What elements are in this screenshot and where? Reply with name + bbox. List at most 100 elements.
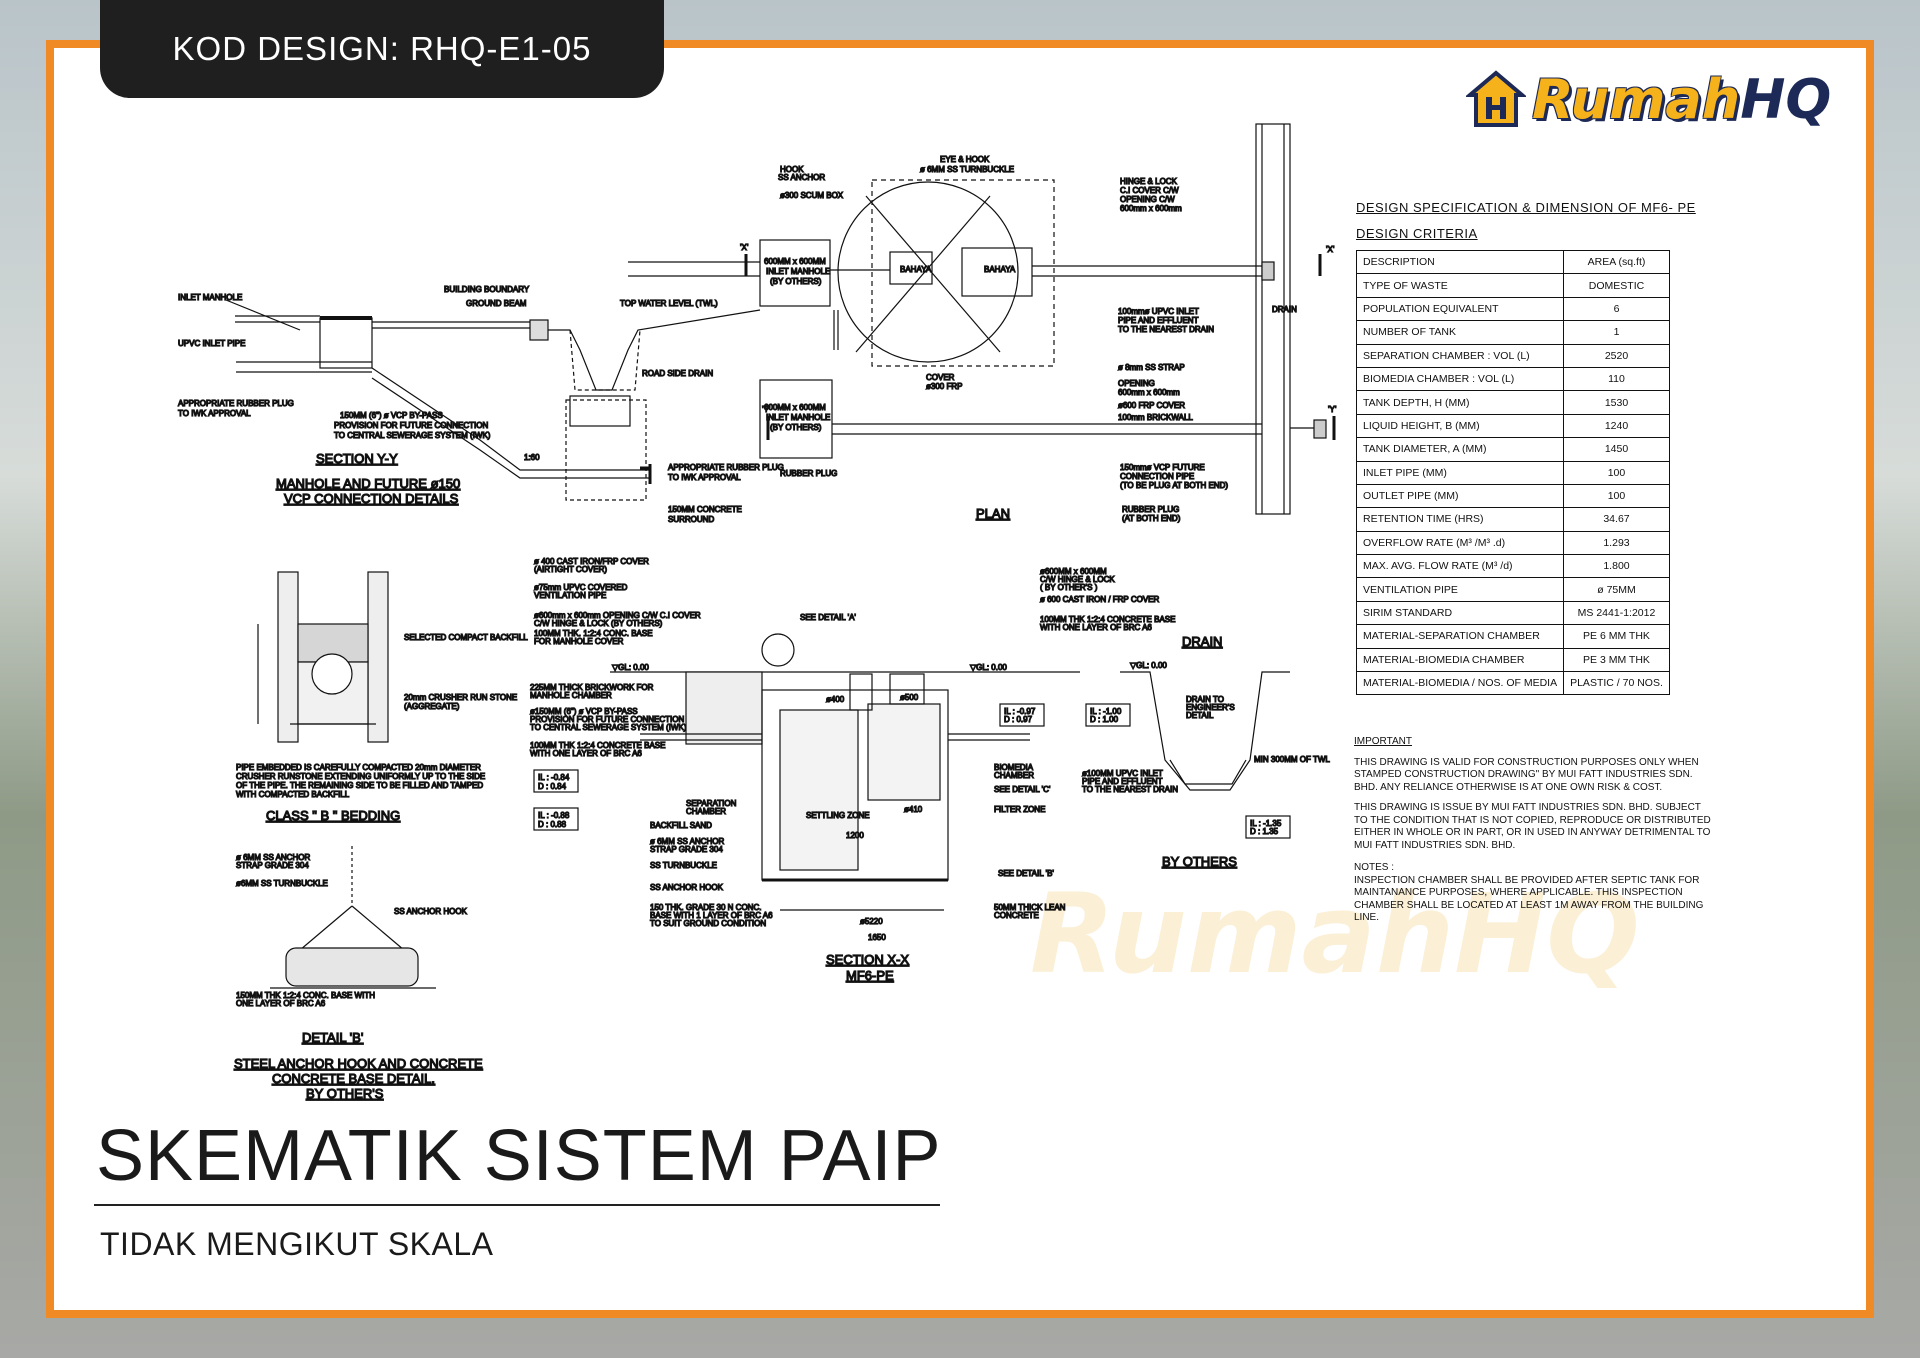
plan-label-34: DRAIN: [1272, 305, 1297, 314]
page-title: SKEMATIK SISTEM PAIP: [96, 1116, 942, 1196]
xx-label-9: SEE DETAIL 'A': [800, 613, 856, 622]
section-xx-title: SECTION X-X: [826, 952, 909, 967]
detail-b-title: DETAIL 'B': [302, 1030, 363, 1045]
spec-label: DESCRIPTION: [1355, 249, 1565, 275]
xx-label-22: PROVISION FOR FUTURE CONNECTION: [530, 715, 684, 724]
drain-caption: BY OTHERS: [1162, 854, 1237, 869]
xx-label-59: ø410: [904, 805, 923, 814]
notes-heading: NOTES :: [1354, 862, 1395, 873]
plan-label-32: RUBBER PLUG: [1122, 505, 1179, 514]
xx-label-17: ▽GL: 0.00: [970, 663, 1007, 672]
plan-label-38: 'Y': [1328, 405, 1337, 414]
section-yy-title: SECTION Y-Y: [316, 451, 398, 466]
spec-value: AREA (sq.ft): [1563, 249, 1670, 275]
bedding-label-4: PIPE EMBEDDED IS CAREFULLY COMPACTED 20m…: [236, 763, 481, 772]
spec-value: 1.800: [1563, 554, 1670, 579]
xx-label-31: D : 0.97: [1004, 715, 1033, 724]
spec-value: 100: [1563, 460, 1670, 485]
detail-b-label-4: SS ANCHOR HOOK: [394, 907, 468, 916]
plan-label-25: 600MM x 600MM: [764, 403, 826, 412]
spec-row: RETENTION TIME (HRS)34.67: [1355, 507, 1670, 532]
xx-label-46: SETTLING ZONE: [806, 811, 870, 820]
xx-label-38: BACKFILL SAND: [650, 821, 712, 830]
spec-value: 1240: [1563, 413, 1670, 439]
spec-label: NUMBER OF TANK: [1355, 320, 1565, 345]
spec-value: PE 6 MM THK: [1563, 624, 1670, 649]
xx-label-19: 225MM THICK BRICKWORK FOR: [530, 683, 654, 692]
xx-label-35: D : 1.35: [1250, 827, 1279, 836]
xx-label-2: (AIRTIGHT COVER): [534, 565, 607, 574]
xx-label-33: D : 1.00: [1090, 715, 1119, 724]
detail-b-label-6: ONE LAYER OF BRC A6: [236, 999, 326, 1008]
plan-label-19: ø300 FRP: [926, 382, 962, 391]
xx-label-49: CHAMBER: [994, 771, 1034, 780]
xx-label-11: C/W HINGE & LOCK: [1040, 575, 1115, 584]
xx-label-43: 150 THK. GRADE 30 N CONC.: [650, 903, 761, 912]
spec-row: INLET PIPE (MM)100: [1355, 460, 1670, 485]
xx-label-62: 1200: [846, 831, 864, 840]
spec-value: PE 3 MM THK: [1563, 647, 1670, 673]
plan-drawing: [628, 123, 1336, 515]
spec-label: TANK DEPTH, H (MM): [1355, 390, 1565, 415]
spec-row: BIOMEDIA CHAMBER : VOL (L)110: [1355, 366, 1670, 392]
important-paragraph-2: THIS DRAWING IS ISSUE BY MUI FATT INDUST…: [1354, 802, 1711, 851]
plan-label-21: OPENING: [1118, 379, 1155, 388]
section-yy-caption-1: MANHOLE AND FUTURE ø150: [276, 476, 460, 491]
plan-label-9: 600mm x 600mm: [1120, 204, 1182, 213]
plan-label-3: ø300 SCUM BOX: [780, 191, 844, 200]
yy-label-6: GROUND BEAM: [466, 299, 527, 308]
xx-label-41: SS TURNBUCKLE: [650, 861, 717, 870]
yy-label-14: TO IWK APPROVAL: [668, 473, 741, 482]
yy-label-8: ROAD SIDE DRAIN: [642, 369, 713, 378]
xx-label-8: FOR MANHOLE COVER: [534, 637, 624, 646]
plan-label-35: 'X': [740, 243, 749, 252]
spec-row: OUTLET PIPE (MM)100: [1355, 483, 1670, 509]
detail-b-caption-2: CONCRETE BASE DETAIL.: [272, 1071, 435, 1086]
title-underline: [94, 1204, 940, 1206]
spec-label: LIQUID HEIGHT, B (MM): [1355, 413, 1565, 439]
plan-label-31: (TO BE PLUG AT BOTH END): [1120, 481, 1228, 490]
xx-label-26: IL : -0.84: [538, 773, 570, 782]
xx-label-13: ø 600 CAST IRON / FRP COVER: [1040, 595, 1160, 604]
spec-label: SEPARATION CHAMBER : VOL (L): [1355, 343, 1565, 368]
plan-label-5: ø 6MM SS TURNBUCKLE: [920, 165, 1014, 174]
spec-value: ø 75MM: [1563, 577, 1670, 602]
spec-value: 34.67: [1563, 507, 1670, 532]
section-yy-drawing: [225, 299, 761, 501]
bedding-label-2: 20mm CRUSHER RUN STONE: [404, 693, 517, 702]
xx-label-63: DRAIN TO: [1186, 695, 1224, 704]
section-xx-title-2: MF6-PE: [846, 968, 894, 983]
design-code-text: KOD DESIGN: RHQ-E1-05: [172, 30, 592, 67]
xx-label-16: ▽GL: 0.00: [612, 663, 649, 672]
yy-label-1: INLET MANHOLE: [178, 293, 242, 302]
spec-label: BIOMEDIA CHAMBER : VOL (L): [1355, 366, 1565, 392]
xx-label-32: IL : -1.00: [1090, 707, 1122, 716]
plan-label-13: BAHAYA: [900, 265, 932, 274]
bedding-label-1: SELECTED COMPACT BACKFILL: [404, 633, 528, 642]
section-xx-drawing: [533, 633, 1291, 911]
bedding-drawing: [257, 571, 389, 743]
yy-label-5: BUILDING BOUNDARY: [444, 285, 530, 294]
spec-row: TANK DEPTH, H (MM)1530: [1355, 390, 1670, 415]
xx-label-3: ø75mm UPVC COVERED: [534, 583, 628, 592]
xx-label-45: TO SUIT GROUND CONDITION: [650, 919, 766, 928]
xx-label-47: FILTER ZONE: [994, 805, 1045, 814]
spec-value: DOMESTIC: [1563, 273, 1670, 298]
plan-label-23: ø600 FRP COVER: [1118, 401, 1185, 410]
spec-row: LIQUID HEIGHT, B (MM)1240: [1355, 413, 1670, 439]
xx-label-58: ø500: [900, 693, 919, 702]
spec-label: TANK DIAMETER, A (MM): [1355, 437, 1565, 462]
xx-label-4: VENTILATION PIPE: [534, 591, 606, 600]
xx-label-28: IL : -0.88: [538, 811, 570, 820]
plan-label-20: ø 8mm SS STRAP: [1118, 363, 1185, 372]
notes-paragraph-1: INSPECTION CHAMBER SHALL BE PROVIDED AFT…: [1354, 874, 1704, 924]
plan-label-22: 600mm x 600mm: [1118, 388, 1180, 397]
spec-value: 1450: [1563, 437, 1670, 462]
spec-value: 6: [1563, 296, 1670, 322]
detail-b-label-1: ø 6MM SS ANCHOR: [236, 853, 310, 862]
